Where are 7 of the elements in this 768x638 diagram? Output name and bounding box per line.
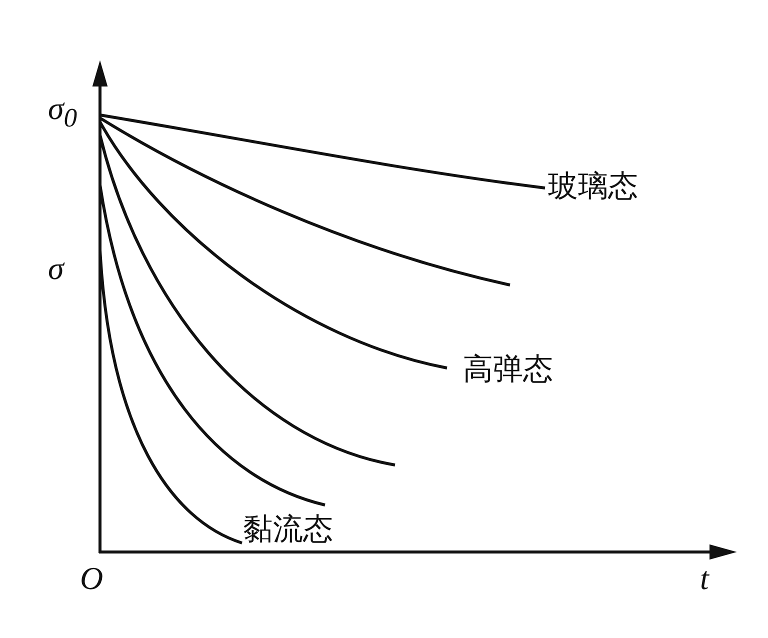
curve-label: 高弹态 [463, 355, 553, 385]
curve-label: 玻璃态 [548, 172, 638, 202]
axis-label: t [700, 562, 709, 594]
origin-label: O [80, 562, 104, 594]
curve-label: 黏流态 [243, 515, 333, 545]
axis-label: σ [48, 252, 64, 284]
axis-label: σ$_{0}$ [48, 92, 78, 132]
